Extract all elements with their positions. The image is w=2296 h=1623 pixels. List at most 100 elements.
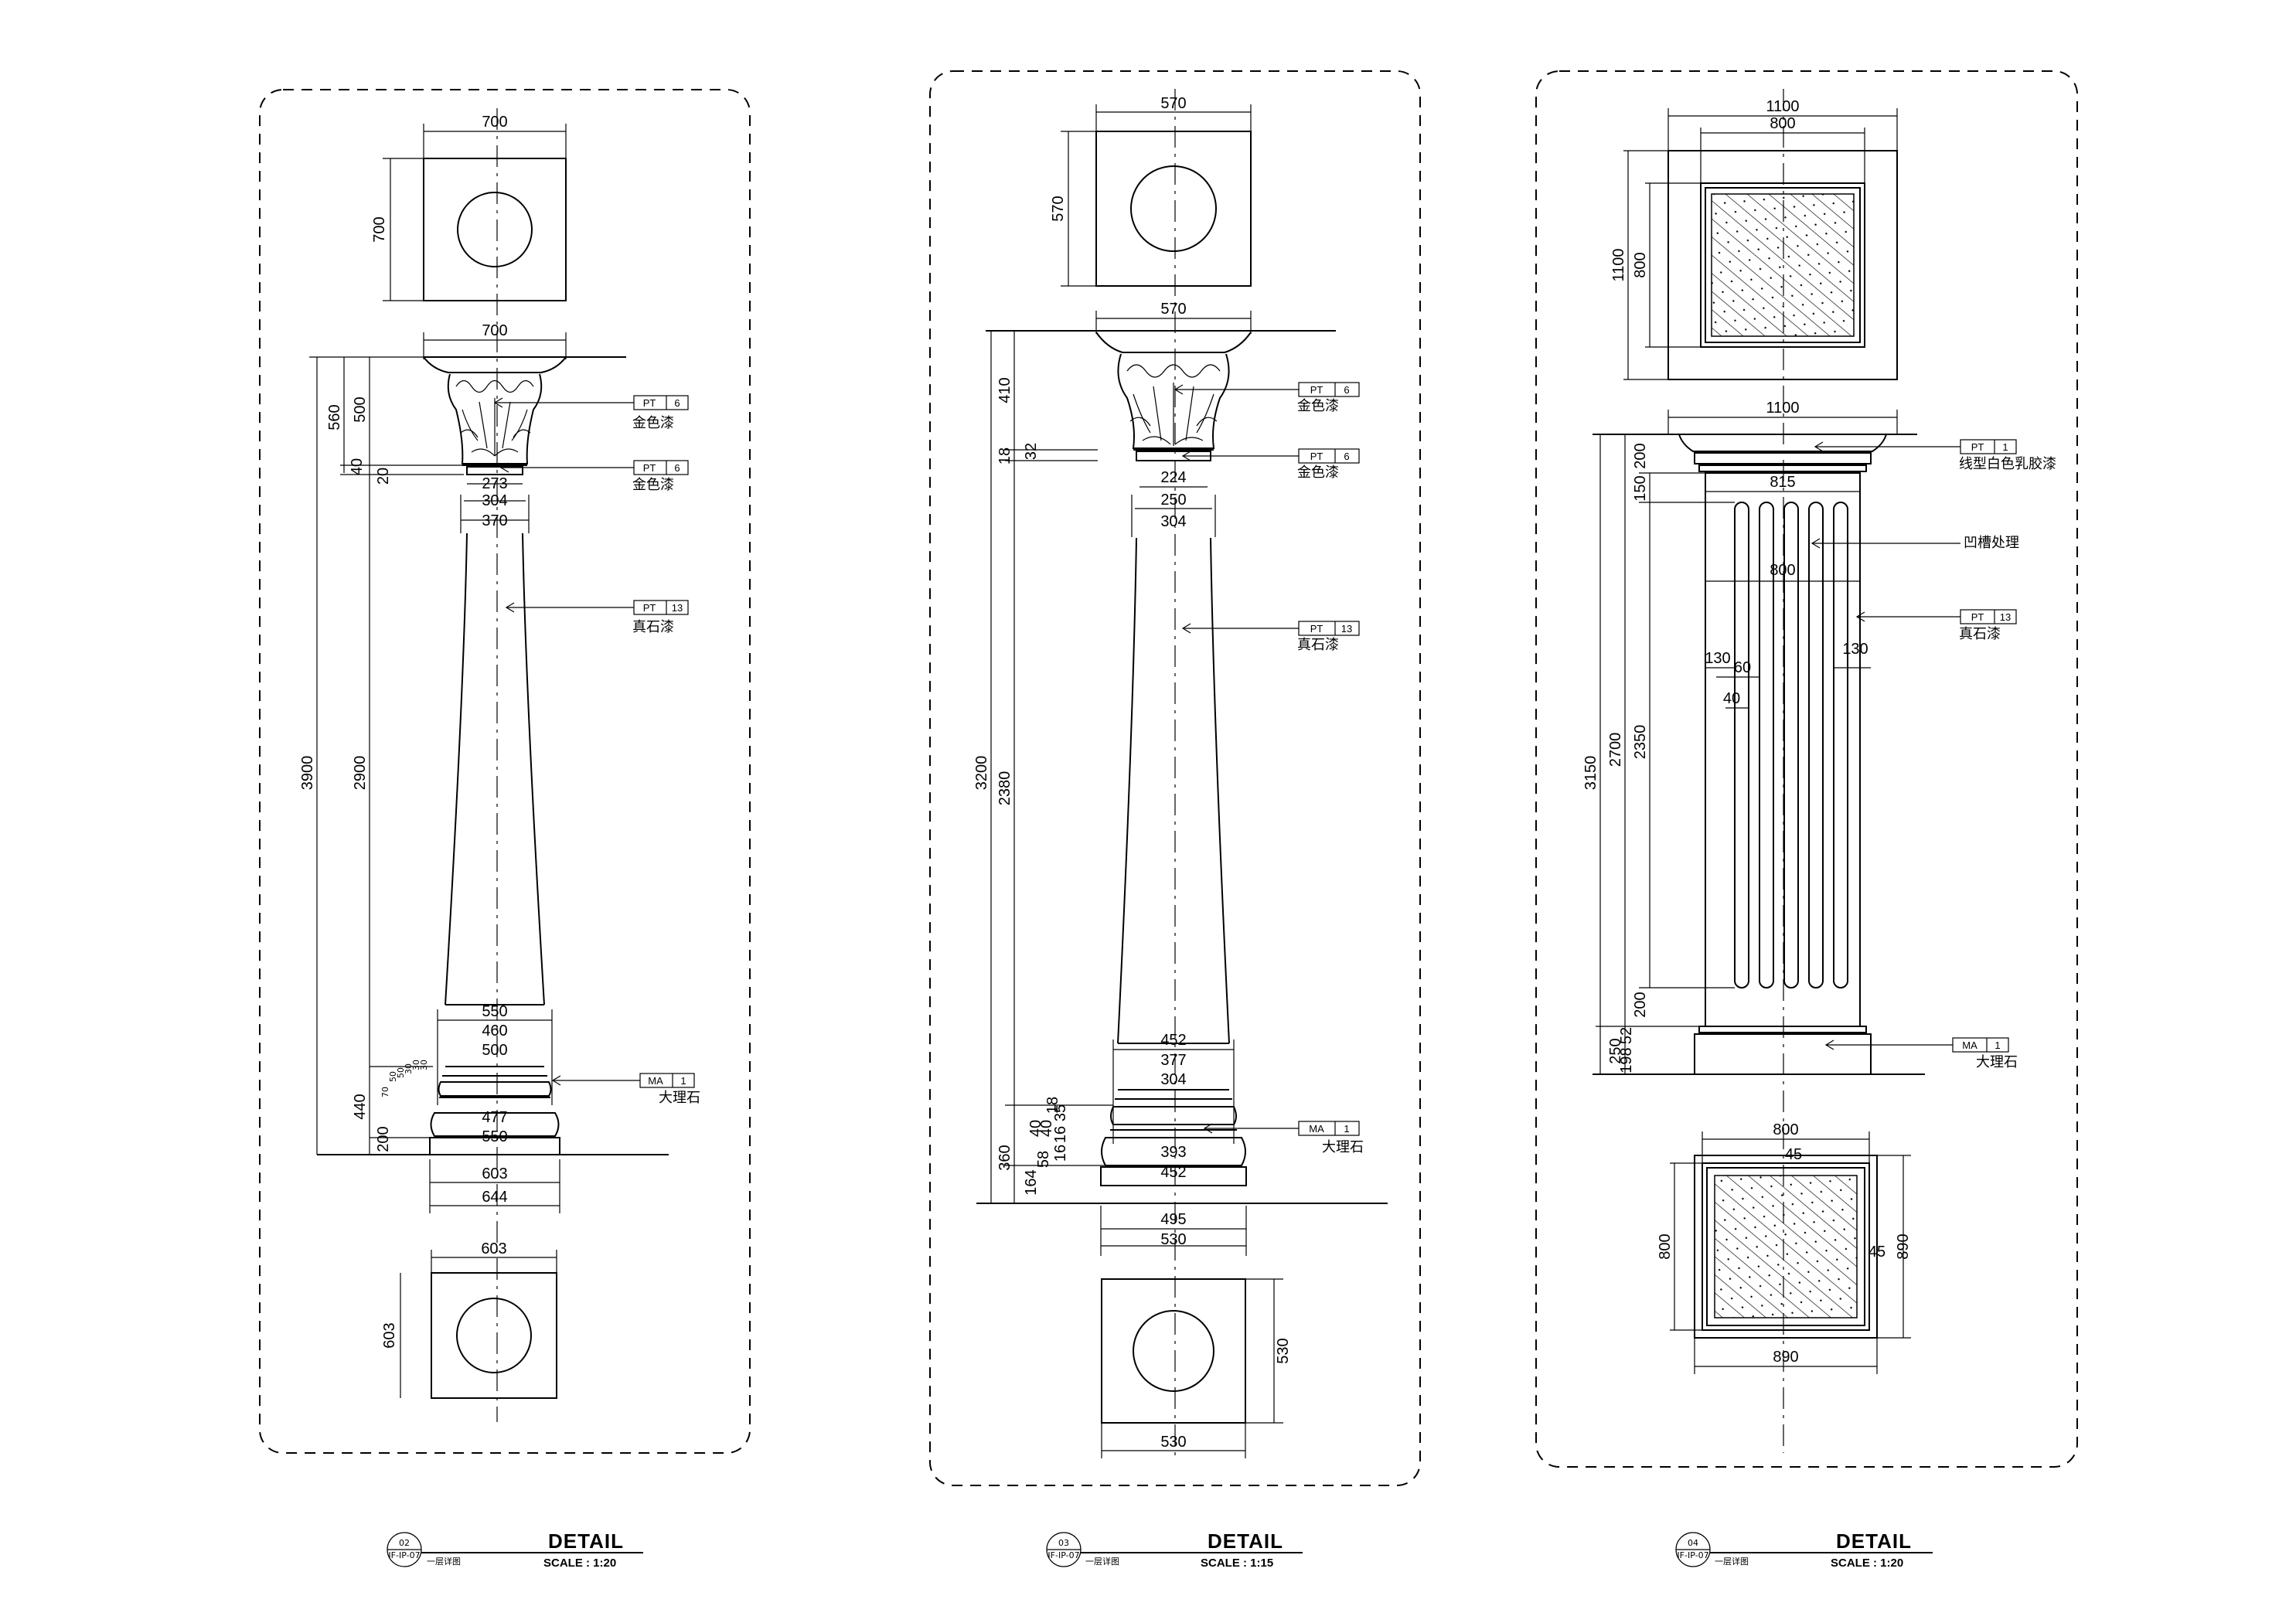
material-tag: PT 6 金色漆 [1181,448,1360,481]
height-sub-2: 50 [388,1071,398,1082]
top-plan-view: 700 700 [371,114,567,301]
top-plan-view: 1100 800 1100 800 [1610,98,1898,380]
height-capital: 560 [326,404,343,430]
height-neck-1: 18 [996,447,1013,464]
material-tag: PT 6 金色漆 [1174,382,1360,414]
detail-title-block: 03 IF-IP-07 一层详图 DETAIL SCALE : 1:15 [1046,1529,1303,1570]
height-base: 250 [1607,1038,1624,1063]
base-dim-2: 460 [482,1022,507,1039]
height-total: 3200 [973,756,990,791]
height-sub-1: 52 [1618,1027,1635,1044]
plinth-dim-1: 603 [482,1165,507,1182]
tag-note: 金色漆 [632,415,674,431]
panel-frame [1535,70,2078,1468]
svg-text:PT: PT [643,602,656,614]
neck-dim-3: 370 [482,512,507,529]
height-shaft: 2900 [352,756,369,791]
tag-note: 真石漆 [1297,637,1339,653]
material-tag: PT 13 真石漆 [505,600,689,635]
flutes [1734,502,1848,988]
top-plan-outer: 1100 [1766,98,1799,115]
column-elevation: 1100 815 800 130 60 40 130 [1582,400,2056,1075]
detail-number: 02 [399,1538,410,1548]
detail-sheet-ref: IF-IP-07 [1677,1550,1708,1560]
height-shaft: 2380 [996,771,1013,806]
height-capital-2: 500 [352,396,369,422]
detail-name: 一层详图 [427,1556,461,1567]
material-tag: 凹槽处理 [1811,535,2019,551]
height-sub-5: 35 [1052,1104,1069,1121]
detail-title-block: 04 IF-IP-07 一层详图 DETAIL SCALE : 1:20 [1675,1529,1933,1570]
base-dim-3: 500 [482,1042,507,1059]
material-tag: PT 6 金色漆 [493,395,689,431]
detail-sheet-ref: IF-IP-07 [388,1550,420,1560]
bottom-plan-view: 603 603 [381,1240,557,1399]
detail-label: DETAIL [1208,1529,1283,1553]
bottom-plan-height-outer: 890 [1895,1233,1912,1259]
top-plan-view: 570 570 [1050,95,1252,287]
detail-number: 03 [1058,1538,1069,1548]
height-capital: 410 [996,377,1013,403]
height-neck-2: 20 [375,468,392,485]
base-dim-2: 377 [1160,1052,1186,1069]
capital-width: 1100 [1766,400,1799,417]
bottom-plan-height-inner: 800 [1657,1233,1674,1259]
material-tag: MA 1 大理石 [1203,1121,1364,1155]
column-elevation: 570 224 250 304 452 377 304 393 452 [973,301,1388,1256]
top-plan-inner: 800 [1770,115,1795,132]
height-sub-4: 164 [1023,1169,1040,1195]
material-tag: MA 1 大理石 [1824,1037,2018,1070]
height-sub-2: 40 [1038,1120,1055,1137]
height-flute-top: 150 [1632,475,1649,501]
detail-panel-04: 1100 800 1100 800 1100 815 [1535,70,2078,1570]
height-sub-6: 16 [1052,1126,1069,1143]
svg-text:13: 13 [672,602,683,614]
height-flute-bottom: 200 [1632,992,1649,1017]
height-base: 440 [352,1094,369,1119]
top-plan-height-inner: 800 [1632,252,1649,277]
height-plinth: 200 [375,1126,392,1152]
svg-text:1: 1 [1344,1123,1349,1135]
material-tag: PT 6 金色漆 [499,460,689,493]
height-neck-1: 40 [349,458,366,475]
material-tag: PT 1 线型白色乳胶漆 [1814,439,2056,472]
svg-text:PT: PT [1971,441,1984,453]
detail-name: 一层详图 [1085,1556,1119,1567]
svg-text:6: 6 [674,462,680,474]
svg-text:1: 1 [1995,1039,2000,1051]
height-flute: 2350 [1632,725,1649,760]
height-total: 3900 [299,756,316,791]
bottom-plan-height: 530 [1275,1338,1292,1363]
detail-label: DETAIL [1836,1529,1912,1553]
height-sub-5: 30 [411,1060,421,1070]
base-dim-3: 304 [1160,1071,1186,1088]
height-base: 360 [996,1145,1013,1170]
svg-text:13: 13 [1341,623,1352,635]
bottom-plan-view: 800 45 890 800 890 45 [1657,1121,1912,1374]
tag-note: 大理石 [659,1090,700,1106]
bottom-plan-width: 530 [1160,1434,1186,1451]
height-sub-1: 70 [380,1087,390,1097]
base-dim-1: 550 [482,1003,507,1020]
capital-width: 700 [482,322,507,339]
tag-note: 大理石 [1322,1139,1364,1155]
svg-text:PT: PT [1310,451,1323,462]
bottom-plan-gap: 45 [1785,1146,1802,1163]
tag-note: 线型白色乳胶漆 [1959,456,2056,472]
height-sub-3: 58 [1035,1151,1052,1168]
height-sub-3: 50 [396,1067,406,1078]
height-total: 3150 [1582,756,1599,791]
plinth-dim-1: 495 [1160,1211,1186,1228]
panel-frame [929,70,1421,1486]
flute-dim-3: 40 [1723,690,1740,707]
neck-dim-2: 304 [482,492,507,509]
detail-title-block: 02 IF-IP-07 一层详图 DETAIL SCALE : 1:20 [387,1529,643,1570]
material-tag: PT 13 真石漆 [1855,609,2017,642]
detail-label: DETAIL [548,1529,624,1553]
column-elevation: 700 273 304 370 550 460 500 [299,322,700,1213]
svg-text:6: 6 [674,397,680,409]
svg-text:PT: PT [1310,623,1323,635]
bottom-plan-view: 530 530 [1101,1278,1292,1458]
detail-scale: SCALE : 1:20 [543,1557,616,1570]
